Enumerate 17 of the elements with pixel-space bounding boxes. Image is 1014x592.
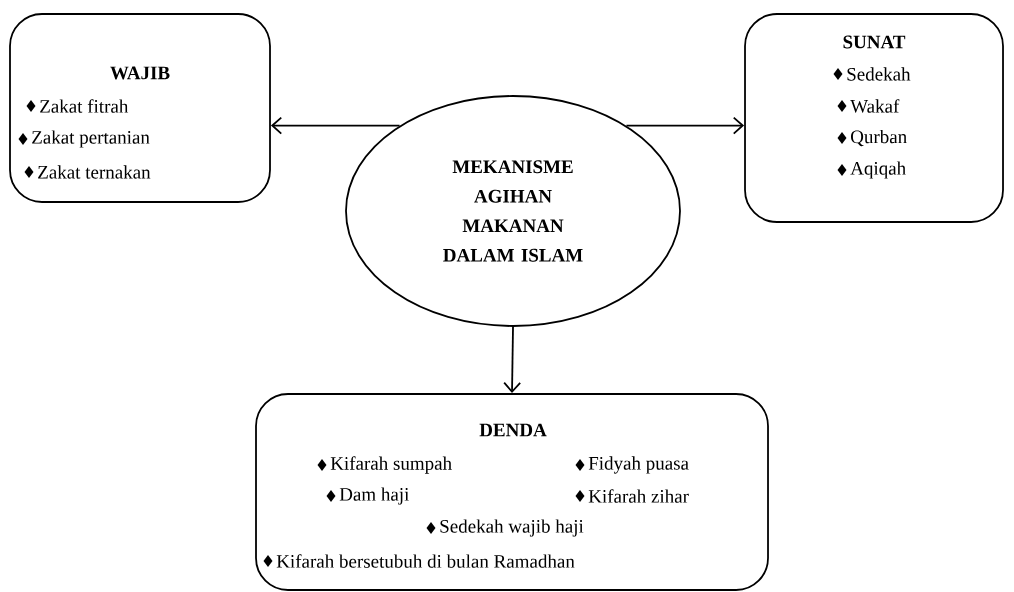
arrow xyxy=(503,326,522,394)
arrow xyxy=(625,116,745,135)
list-item: Kifarah sumpah xyxy=(330,456,452,474)
list-item: Kifarah bersetubuh di bulan Ramadhan xyxy=(276,554,575,568)
list-item: Zakat ternakan xyxy=(38,165,151,179)
ellipse-node: MEKANISME AGIHAN MAKANAN DALAM ISLAM xyxy=(345,95,681,327)
list-item: Zakat pertanian xyxy=(32,130,150,148)
arrow xyxy=(270,116,401,135)
list-item: Qurban xyxy=(851,129,907,147)
list-item: Kifarah zihar xyxy=(588,489,689,503)
list-item: Sedekah xyxy=(847,67,911,81)
list-item: Wakaf xyxy=(850,99,900,113)
list-item: Sedekah wajib haji xyxy=(440,519,584,537)
list-item: Aqiqah xyxy=(850,161,906,179)
list-item: Zakat fitrah xyxy=(40,99,129,113)
list-item: Fidyah puasa xyxy=(588,456,689,474)
list-item: Dam haji xyxy=(339,487,409,505)
